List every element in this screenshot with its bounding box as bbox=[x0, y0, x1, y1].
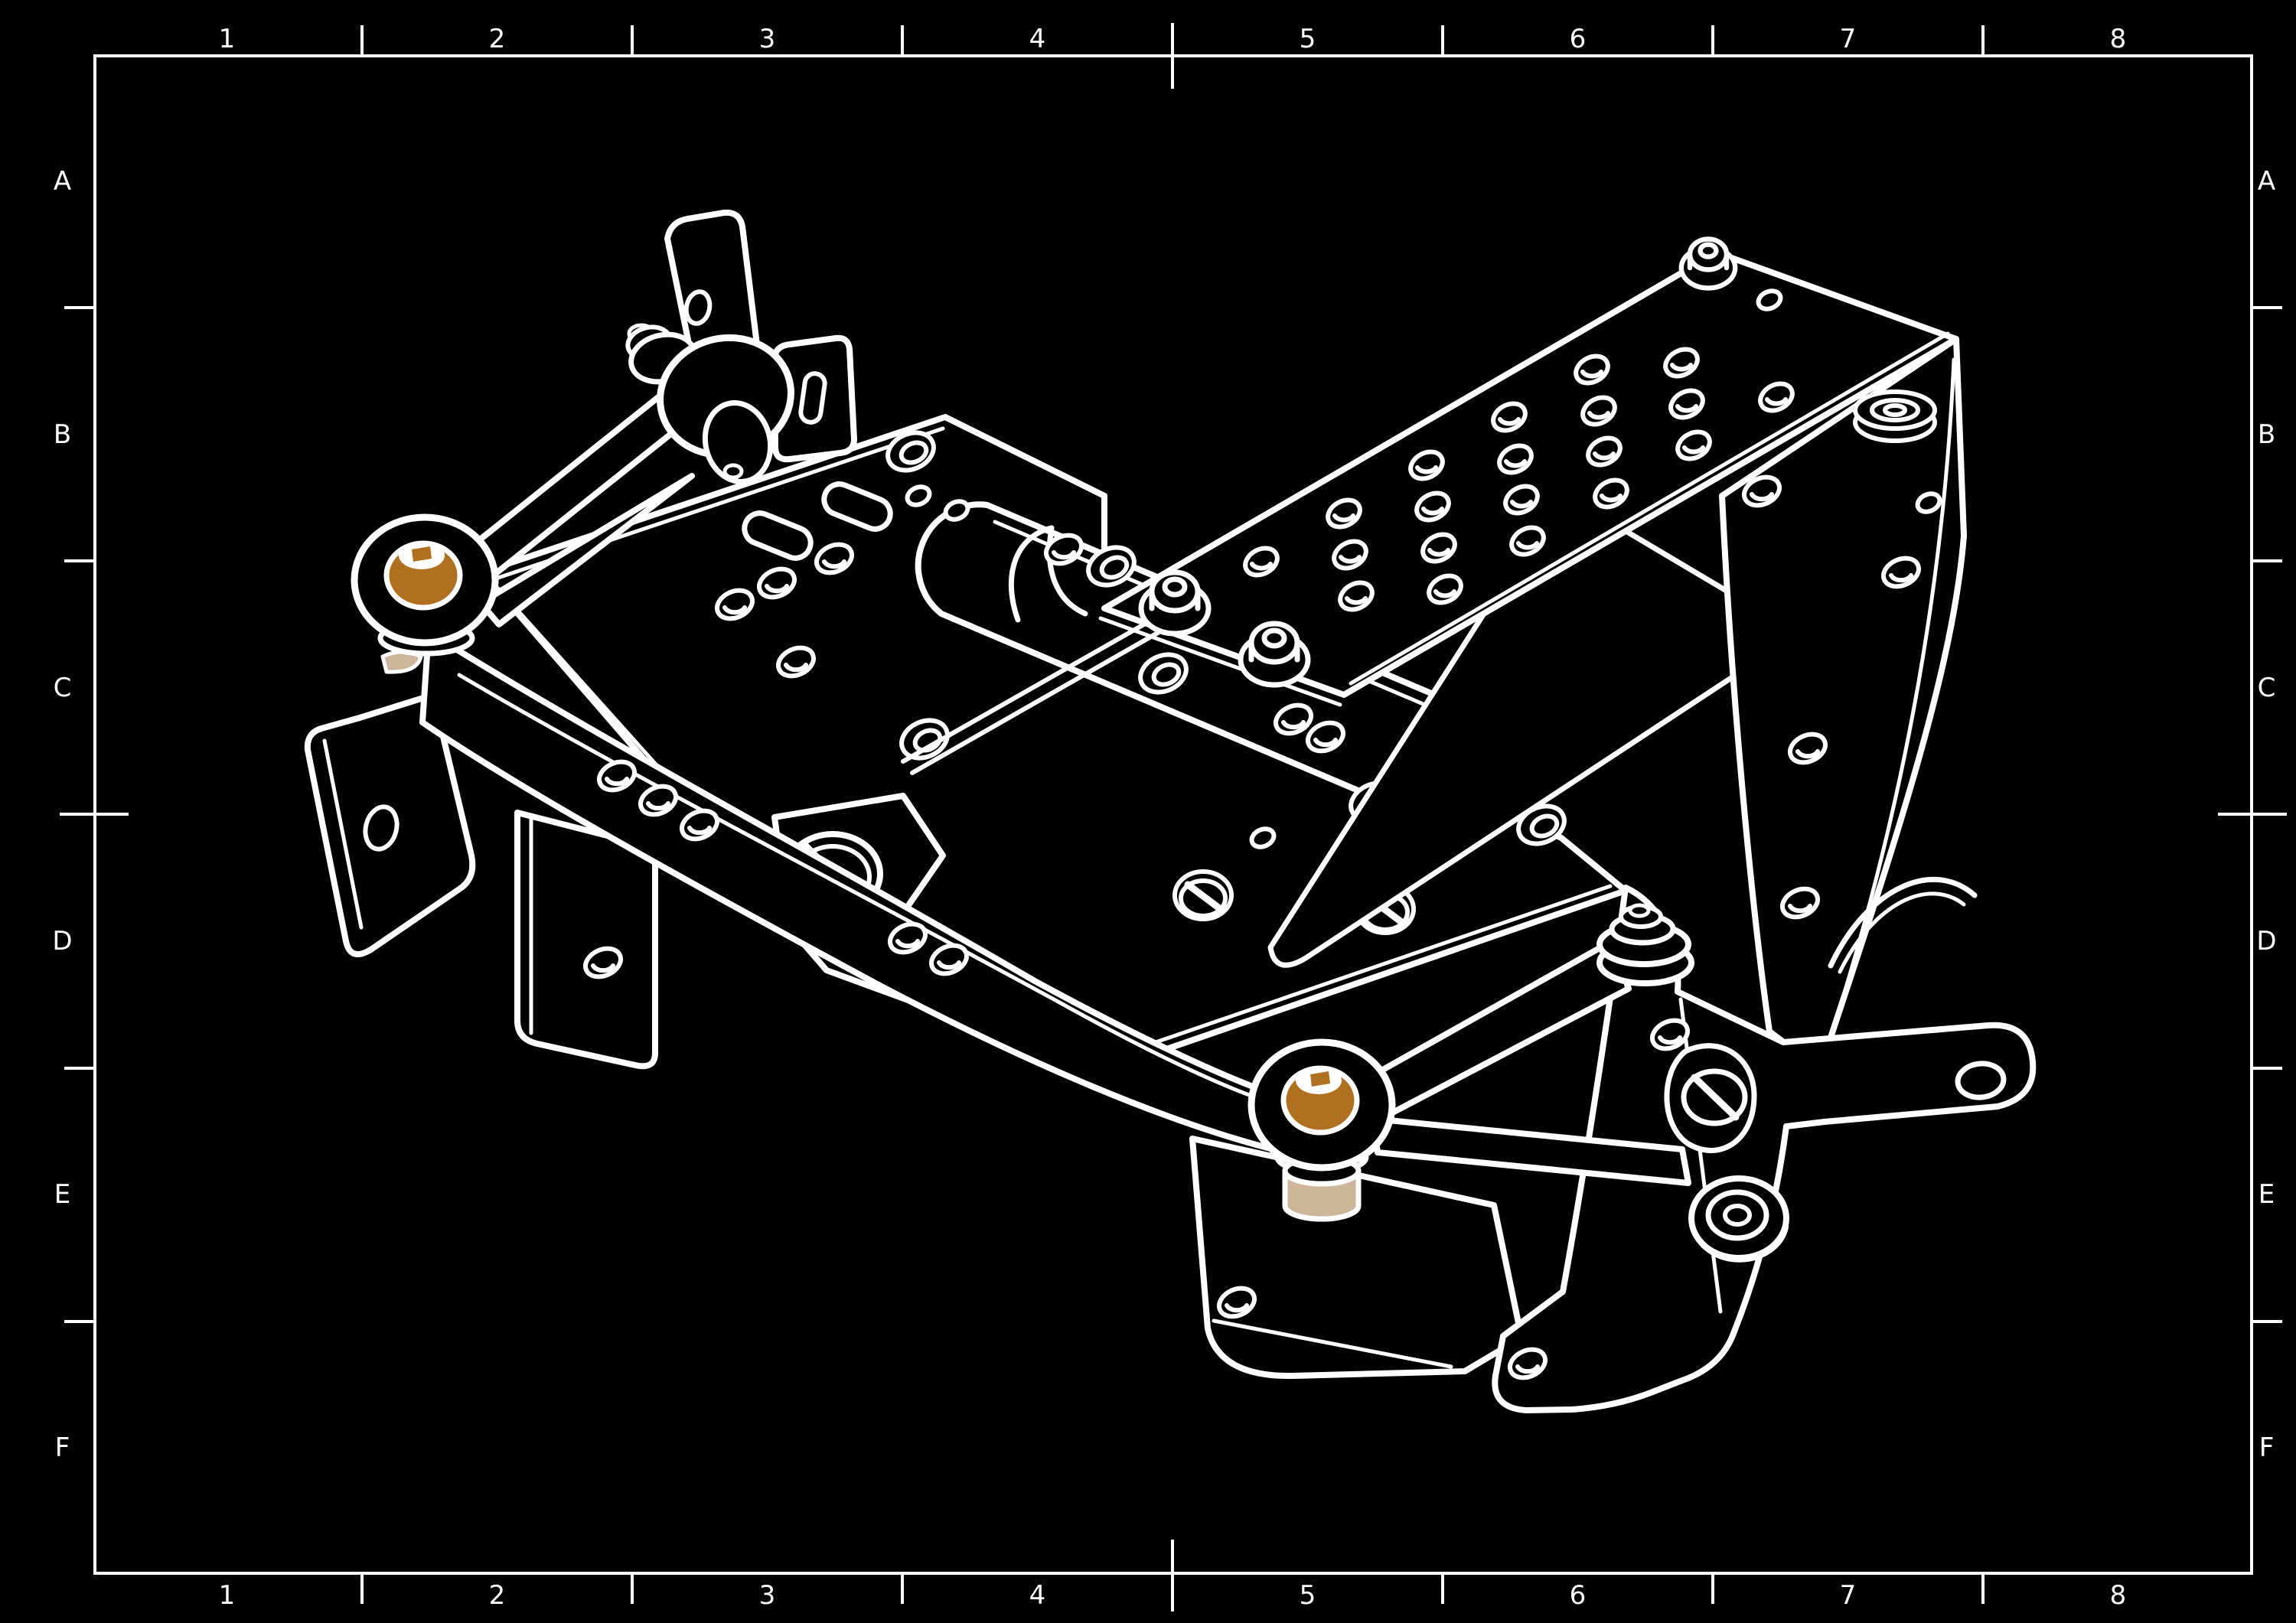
rod-end-center bbox=[1247, 1038, 1396, 1222]
tan-shim bbox=[380, 650, 423, 674]
zone-tick bbox=[64, 1320, 93, 1323]
zone-center-tick bbox=[1171, 1540, 1174, 1612]
zone-label-right-d: D bbox=[2256, 926, 2278, 957]
zone-tick bbox=[631, 1575, 634, 1604]
zone-label-right-f: F bbox=[2258, 1432, 2275, 1463]
grommet-boss bbox=[1688, 1175, 1789, 1263]
zone-tick bbox=[64, 1067, 93, 1070]
zone-tick bbox=[901, 25, 904, 54]
zone-label-top-6: 6 bbox=[1569, 24, 1587, 54]
zone-label-bottom-7: 7 bbox=[1839, 1580, 1857, 1611]
orange-bushing-center bbox=[1280, 1065, 1360, 1136]
zone-tick bbox=[631, 25, 634, 54]
zone-tick bbox=[1441, 1575, 1444, 1604]
zone-tick bbox=[1711, 1575, 1714, 1604]
tie-link bbox=[1370, 903, 1694, 1186]
zone-label-bottom-3: 3 bbox=[758, 1580, 777, 1611]
zone-label-bottom-6: 6 bbox=[1569, 1580, 1587, 1611]
corner-washer-stack bbox=[1853, 389, 1937, 443]
zone-tick bbox=[2253, 559, 2282, 562]
zone-label-left-f: F bbox=[54, 1432, 71, 1463]
rod-end-left bbox=[351, 513, 499, 657]
zone-label-left-e: E bbox=[54, 1179, 72, 1210]
zone-tick bbox=[360, 25, 364, 54]
bend-relief bbox=[1828, 876, 1978, 969]
left-bracket bbox=[304, 650, 476, 958]
zone-tick bbox=[1981, 25, 1985, 54]
ball-joint bbox=[625, 323, 794, 484]
zone-label-left-c: C bbox=[53, 673, 73, 703]
wing-hole bbox=[1955, 1061, 2007, 1100]
zone-tick bbox=[2253, 306, 2282, 309]
zone-label-left-d: D bbox=[52, 926, 73, 957]
zone-tick bbox=[901, 1575, 904, 1604]
zone-tick bbox=[1441, 25, 1444, 54]
zone-label-top-8: 8 bbox=[2109, 24, 2128, 54]
zone-center-tick bbox=[60, 813, 129, 816]
zone-center-tick bbox=[1171, 23, 1174, 89]
zone-label-bottom-4: 4 bbox=[1029, 1580, 1047, 1611]
zone-label-top-7: 7 bbox=[1839, 24, 1857, 54]
zone-label-right-e: E bbox=[2258, 1179, 2276, 1210]
hanging-tab bbox=[514, 810, 658, 1070]
zone-label-bottom-8: 8 bbox=[2109, 1580, 2128, 1611]
teardrop-screw bbox=[1664, 1043, 1757, 1153]
zone-label-right-a: A bbox=[2257, 166, 2277, 197]
zone-label-bottom-5: 5 bbox=[1299, 1580, 1317, 1611]
upper-link bbox=[351, 323, 857, 657]
zone-label-left-a: A bbox=[53, 166, 73, 197]
zone-label-right-c: C bbox=[2257, 673, 2277, 703]
zone-label-right-b: B bbox=[2257, 419, 2277, 450]
zone-label-top-4: 4 bbox=[1029, 24, 1047, 54]
zone-tick bbox=[1711, 25, 1714, 54]
knuckle-bracket bbox=[1492, 885, 2037, 1413]
zone-tick bbox=[2253, 1320, 2282, 1323]
zone-label-left-b: B bbox=[53, 419, 73, 450]
link-tine-lower bbox=[478, 473, 695, 627]
deck-slot bbox=[742, 510, 814, 561]
zone-tick bbox=[2253, 1067, 2282, 1070]
zone-label-bottom-1: 1 bbox=[218, 1580, 236, 1611]
zone-label-top-5: 5 bbox=[1299, 24, 1317, 54]
orange-bushing-left bbox=[383, 540, 463, 611]
zone-tick bbox=[360, 1575, 364, 1604]
zone-tick bbox=[64, 306, 93, 309]
drawing-border bbox=[93, 54, 2253, 1575]
bushing-stack bbox=[1596, 903, 1694, 986]
zone-label-bottom-2: 2 bbox=[488, 1580, 507, 1611]
zone-label-top-2: 2 bbox=[488, 24, 507, 54]
foot-plate bbox=[1189, 1136, 1525, 1380]
deck-slot bbox=[821, 481, 893, 532]
zone-label-top-3: 3 bbox=[758, 24, 777, 54]
zone-tick bbox=[1981, 1575, 1985, 1604]
zone-tick bbox=[64, 559, 93, 562]
zone-center-tick bbox=[2218, 813, 2287, 816]
zone-label-top-1: 1 bbox=[218, 24, 236, 54]
perforated-plate bbox=[1098, 239, 1959, 707]
